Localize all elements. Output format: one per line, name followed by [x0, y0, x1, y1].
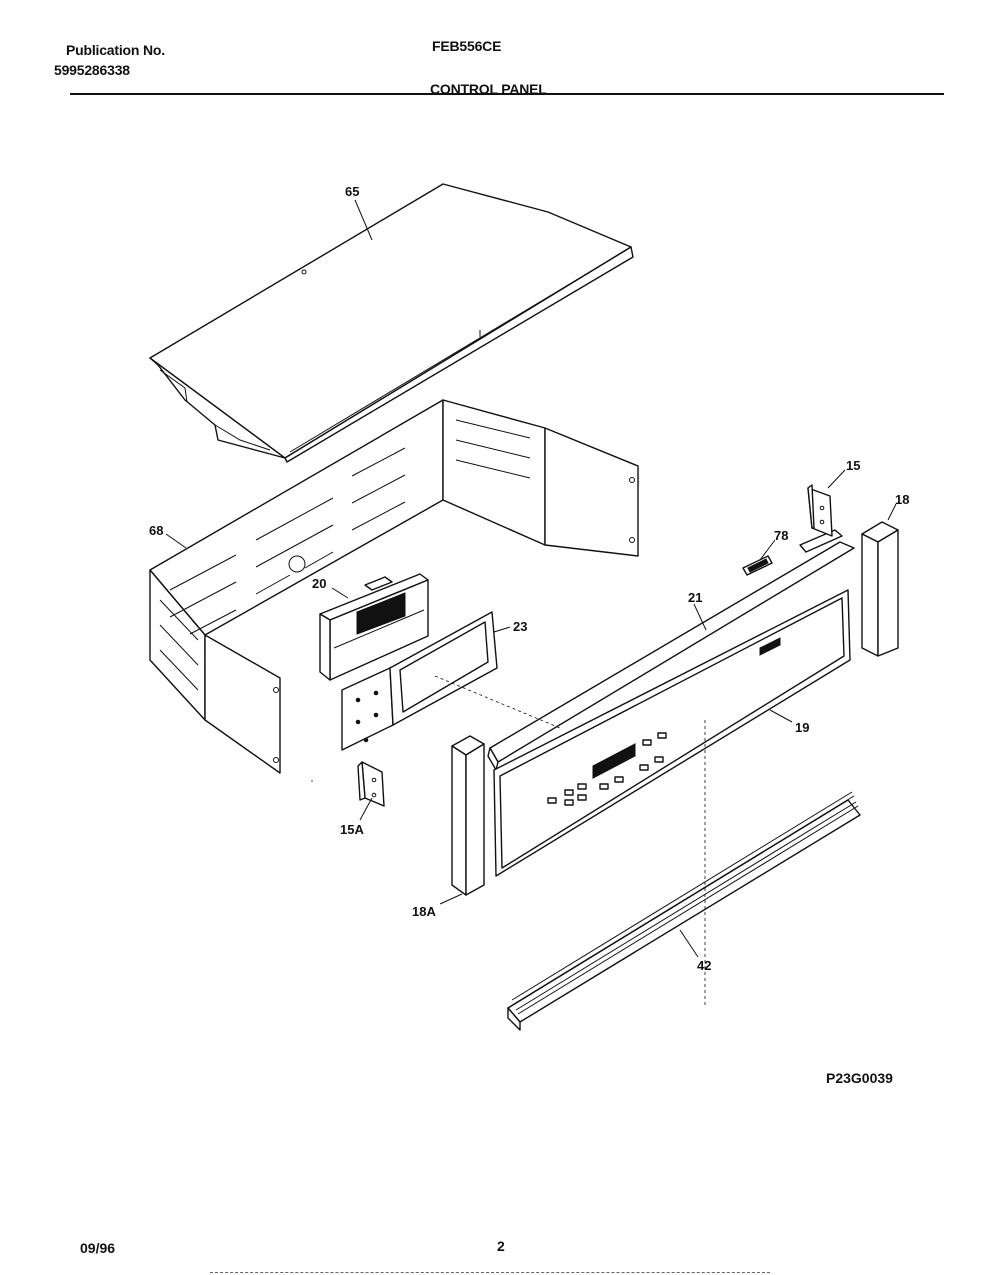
part-18-end-cap	[861, 521, 899, 657]
footer-page-number: 2	[497, 1238, 505, 1254]
callout-18: 18	[895, 492, 909, 507]
callout-15A: 15A	[340, 822, 364, 837]
part-65-top-cover	[149, 183, 634, 463]
publication-label: Publication No.	[66, 42, 165, 58]
part-18A-end-cap	[451, 735, 485, 896]
part-19-panel-overlay	[493, 589, 851, 877]
publication-number: 5995286338	[54, 62, 130, 78]
callout-65: 65	[345, 184, 359, 199]
model-number: FEB556CE	[432, 38, 502, 54]
footer-date: 09/96	[80, 1240, 116, 1256]
callout-78: 78	[774, 528, 788, 543]
callout-19: 19	[795, 720, 809, 735]
callout-23: 23	[513, 619, 527, 634]
part-15A-bracket	[357, 761, 385, 807]
part-42-vent-grille	[507, 791, 861, 1031]
footer-rule	[210, 1272, 770, 1273]
part-15-bracket	[807, 484, 833, 537]
diagram-code: P23G0039	[826, 1070, 893, 1086]
part-23-bracket	[341, 611, 498, 751]
callout-15: 15	[846, 458, 860, 473]
callout-42: 42	[697, 958, 711, 973]
part-20-control-module	[319, 573, 429, 681]
part-78-insert	[742, 555, 773, 576]
callout-68: 68	[149, 523, 163, 538]
callout-20: 20	[312, 576, 326, 591]
header-rule	[70, 93, 944, 95]
callout-18A: 18A	[412, 904, 436, 919]
callout-21: 21	[688, 590, 702, 605]
part-68-housing	[149, 399, 639, 774]
